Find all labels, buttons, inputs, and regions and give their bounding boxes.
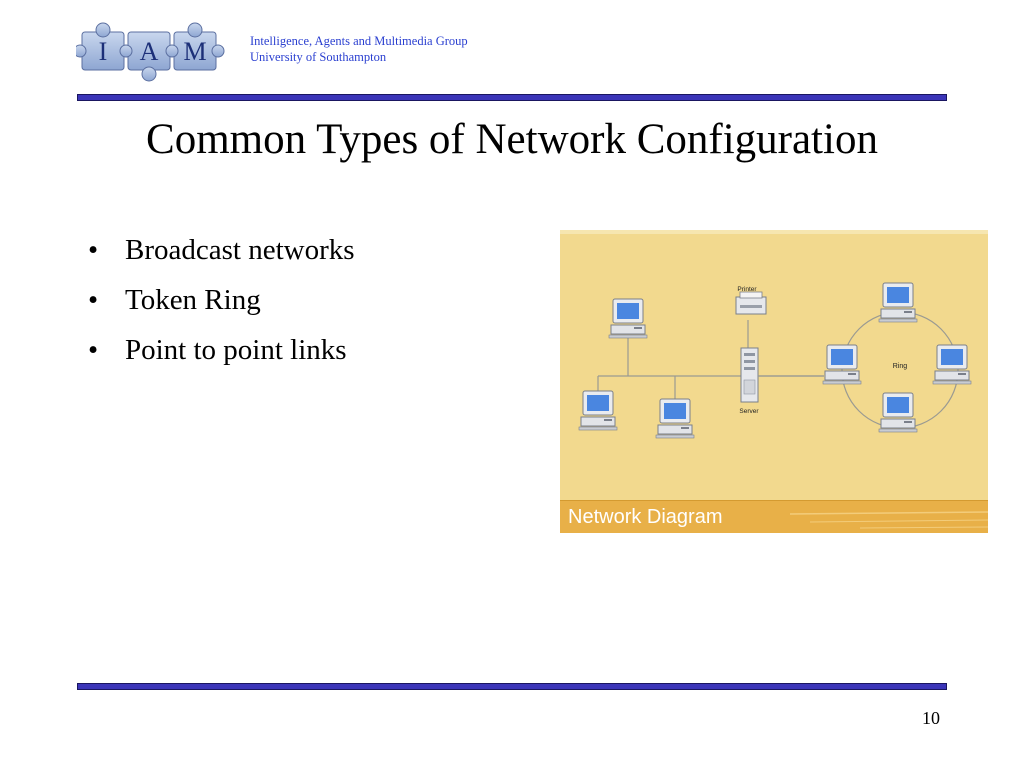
bullet-text: Point to point links bbox=[125, 334, 347, 366]
ring-workstation-icon bbox=[822, 344, 862, 385]
logo-letter: A bbox=[140, 37, 159, 66]
diagram-caption: Network Diagram bbox=[568, 506, 722, 528]
iam-logo: I A M bbox=[76, 22, 225, 82]
bullet-item: • Token Ring bbox=[88, 282, 355, 332]
printer-label: Printer bbox=[737, 286, 757, 293]
ring-workstation-icon bbox=[878, 392, 918, 433]
ring-label: Ring bbox=[893, 363, 908, 370]
ring-workstation-icon bbox=[932, 344, 972, 385]
bullet-list: • Broadcast networks • Token Ring • Poin… bbox=[88, 232, 355, 382]
org-line-group: Intelligence, Agents and Multimedia Grou… bbox=[250, 34, 468, 48]
bullet-icon: • bbox=[88, 234, 99, 266]
logo-letter: M bbox=[183, 37, 206, 66]
server-icon bbox=[740, 347, 759, 403]
workstation-icon bbox=[578, 390, 618, 431]
puzzle-piece-icon bbox=[165, 22, 225, 71]
footer-divider bbox=[77, 683, 947, 690]
bullet-text: Broadcast networks bbox=[125, 234, 355, 266]
printer-icon bbox=[735, 291, 767, 315]
workstation-icon bbox=[608, 298, 648, 339]
logo-letter: I bbox=[99, 37, 108, 66]
org-line-university: University of Southampton bbox=[250, 50, 387, 64]
bullet-icon: • bbox=[88, 284, 99, 316]
network-diagram: Printer Server Ring Network Diagram bbox=[560, 230, 988, 533]
bullet-icon: • bbox=[88, 334, 99, 366]
server-label: Server bbox=[739, 408, 759, 415]
org-name: Intelligence, Agents and Multimedia Grou… bbox=[250, 33, 468, 65]
bullet-item: • Broadcast networks bbox=[88, 232, 355, 282]
page-number: 10 bbox=[922, 708, 940, 728]
ring-network: Ring bbox=[758, 282, 972, 433]
slide-title: Common Types of Network Configuration bbox=[146, 116, 878, 163]
bullet-text: Token Ring bbox=[125, 284, 261, 316]
ring-workstation-icon bbox=[878, 282, 918, 323]
puzzle-piece-icon bbox=[119, 31, 171, 82]
bullet-item: • Point to point links bbox=[88, 332, 355, 382]
caption-band bbox=[560, 500, 988, 533]
workstation-icon bbox=[655, 398, 695, 439]
header-divider bbox=[77, 94, 947, 101]
